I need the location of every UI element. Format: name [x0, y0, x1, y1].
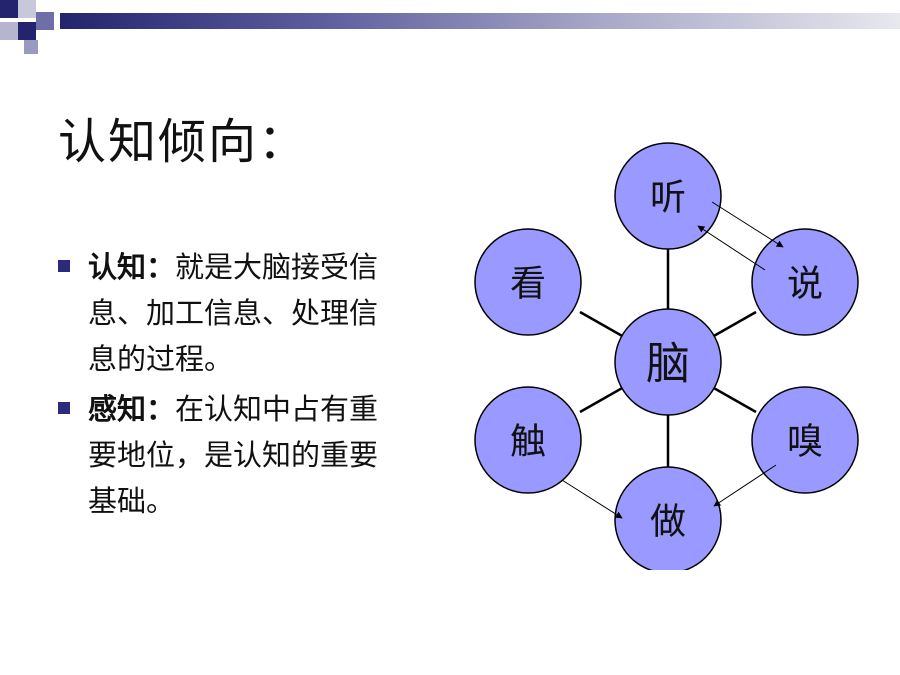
- arrow-touch-to-do: [561, 479, 623, 519]
- node-see-label: 看: [510, 264, 546, 305]
- arrow-smell-to-do: [713, 464, 777, 507]
- node-smell: 嗅: [751, 386, 859, 494]
- node-smell-label: 嗅: [787, 422, 823, 463]
- bullet-separator: ：: [146, 250, 176, 284]
- bullet-square-icon: [58, 402, 70, 414]
- node-center-label: 脑: [646, 339, 690, 390]
- header-square-5: [18, 22, 36, 40]
- node-speak: 说: [751, 228, 859, 336]
- header-square-4: [0, 22, 18, 40]
- arrow-speak-to-listen: [697, 225, 766, 271]
- node-touch-label: 触: [510, 422, 546, 463]
- bullet-separator: ：: [146, 392, 176, 426]
- header-square-6: [24, 40, 38, 54]
- node-listen: 听: [614, 142, 722, 250]
- node-do-label: 做: [650, 502, 686, 543]
- node-speak-label: 说: [787, 264, 823, 305]
- slide-title: 认知倾向：: [58, 114, 309, 170]
- node-touch: 触: [474, 386, 582, 494]
- bullet-text: 就是大脑接受信息、加工信息、处理信息的过程。: [88, 250, 379, 376]
- bullet-item-cognition: 认知：就是大脑接受信息、加工信息、处理信息的过程。: [56, 244, 406, 382]
- arrow-listen-to-speak: [711, 201, 784, 248]
- bullet-square-icon: [58, 260, 70, 272]
- header-square-3: [36, 12, 54, 30]
- bullet-list: 认知：就是大脑接受信息、加工信息、处理信息的过程。 感知：在认知中占有重要地位，…: [56, 244, 406, 528]
- brain-senses-diagram: 听 看 说 触 嗅 做 脑: [474, 142, 859, 570]
- slide-header-decoration: [0, 0, 900, 60]
- header-square-2: [18, 0, 36, 18]
- bullet-text: 在认知中占有重要地位，是认知的重要基础。: [88, 392, 379, 518]
- node-do: 做: [614, 466, 722, 570]
- node-see: 看: [474, 228, 582, 336]
- bullet-item-perception: 感知：在认知中占有重要地位，是认知的重要基础。: [56, 386, 406, 524]
- bullet-term: 认知: [88, 250, 147, 284]
- node-center-brain: 脑: [614, 308, 722, 416]
- header-square-1: [0, 0, 18, 18]
- header-gradient-bar: [60, 13, 900, 29]
- bullet-term: 感知: [88, 392, 147, 426]
- node-listen-label: 听: [650, 178, 686, 219]
